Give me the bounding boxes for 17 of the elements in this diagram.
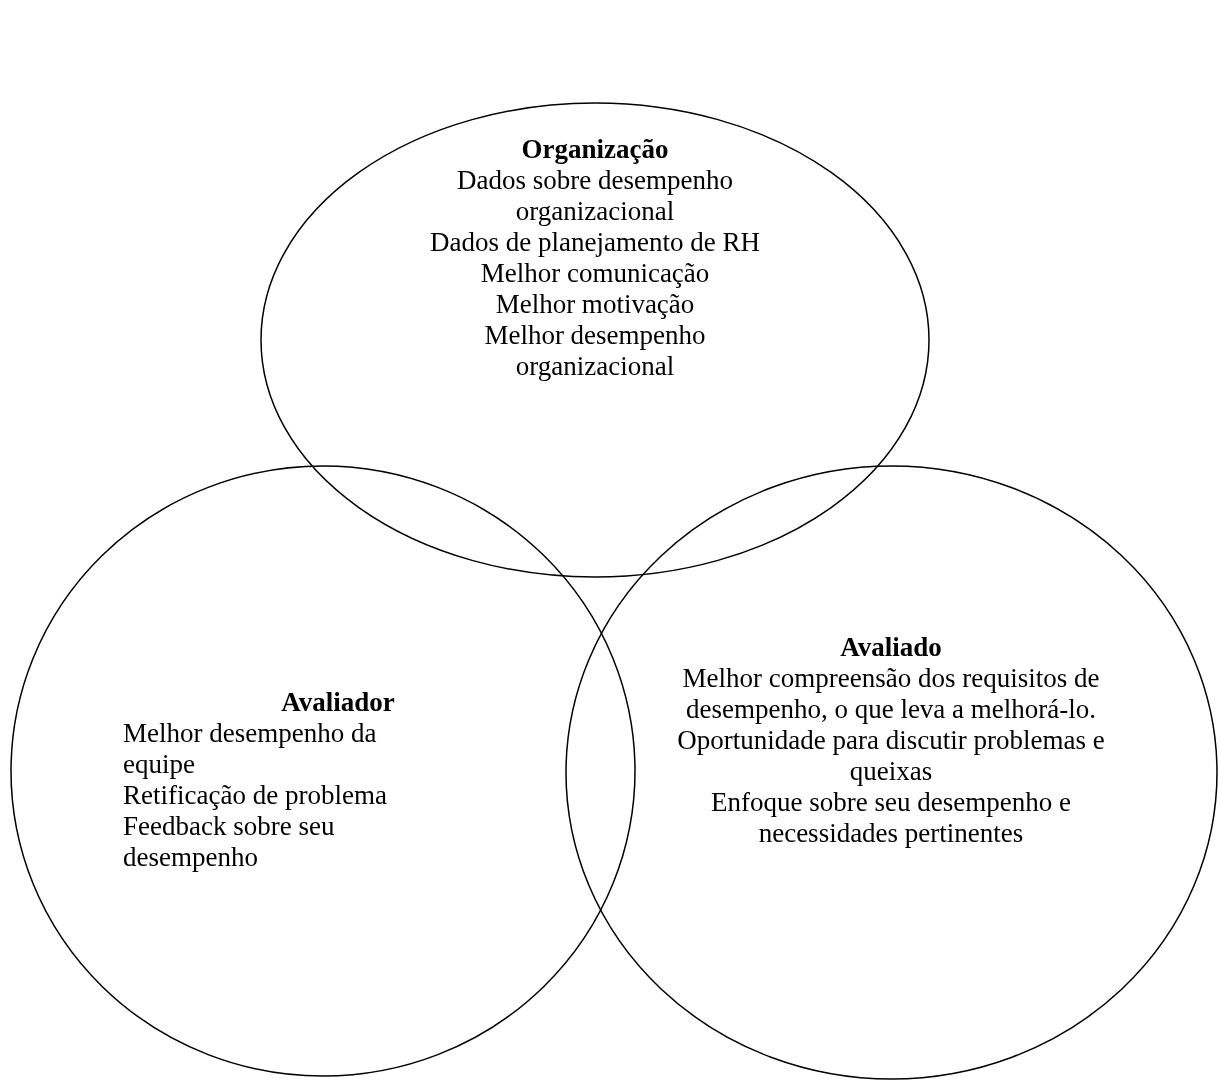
- benefit-text: Dados sobre desempenho organizacional: [456, 165, 734, 227]
- benefit-text: Melhor desempenho da equipe: [123, 718, 378, 780]
- venn-circle: [260, 102, 930, 578]
- benefit-text: Enfoque sobre seu desempenho e necessidades pertinentes: [710, 787, 1072, 849]
- benefit-text: Melhor motivação: [495, 289, 695, 320]
- benefit-text: Feedback sobre seu desempenho: [123, 811, 336, 873]
- venn-circle: [565, 465, 1218, 1080]
- benefit-text: Dados de planejamento de RH: [430, 227, 760, 258]
- benefit-text: Melhor desempenho organizacional: [483, 320, 707, 382]
- circle-heading: Organização: [521, 134, 669, 165]
- benefit-text: Oportunidade para discutir problemas e queixas: [676, 725, 1106, 787]
- circle-heading: Avaliador: [281, 687, 395, 718]
- benefit-text: Melhor compreensão dos requisitos de desempenho, o que leva a melhorá-lo.: [681, 663, 1101, 725]
- venn-circle: [10, 465, 636, 1077]
- circle-heading: Avaliado: [840, 632, 942, 663]
- benefit-text: Retificação de problema: [123, 780, 387, 811]
- benefit-text: Melhor comunicação: [480, 258, 710, 289]
